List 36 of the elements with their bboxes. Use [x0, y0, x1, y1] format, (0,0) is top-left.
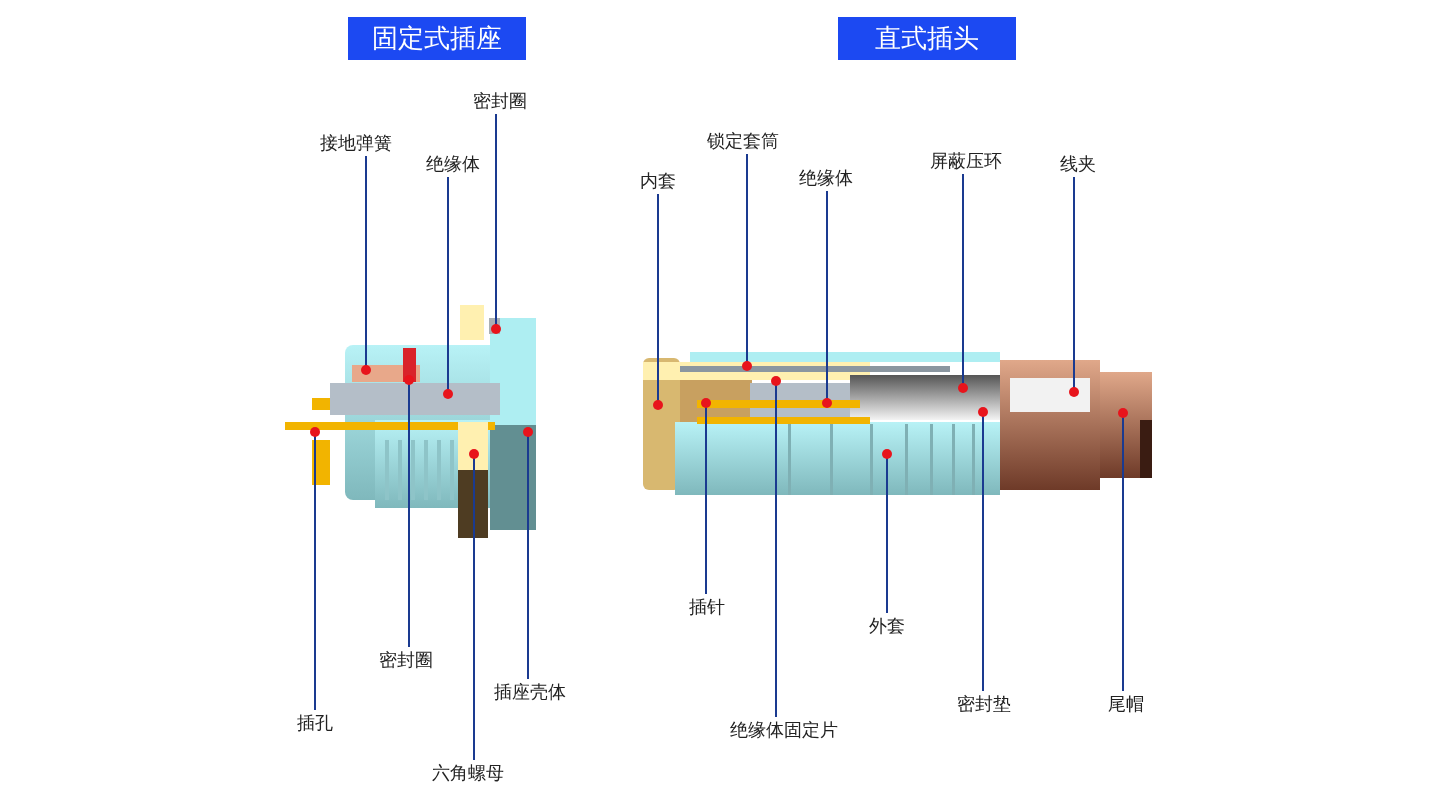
part-label: 绝缘体: [799, 167, 853, 189]
leader-line: [1118, 408, 1128, 692]
part-label: 插针: [689, 596, 725, 618]
leader-line: [771, 376, 781, 718]
leader-line: [1069, 176, 1079, 397]
part-label: 绝缘体: [426, 153, 480, 175]
leader-line: [822, 190, 832, 408]
leader-line: [653, 193, 663, 410]
leader-line: [958, 173, 968, 393]
leader-line: [523, 427, 533, 680]
part-label: 绝缘体固定片: [730, 719, 838, 741]
part-label: 接地弹簧: [320, 132, 392, 154]
leader-line: [310, 427, 320, 711]
leader-line: [404, 375, 414, 648]
part-label: 六角螺母: [432, 762, 504, 784]
part-label: 外套: [869, 615, 905, 637]
leader-line: [361, 155, 371, 375]
part-label: 插座壳体: [494, 681, 566, 703]
leader-line: [443, 176, 453, 399]
leader-line: [491, 113, 501, 334]
part-label: 密封垫: [957, 693, 1011, 715]
leader-line: [469, 449, 479, 761]
leader-line: [882, 449, 892, 614]
part-label: 线夹: [1060, 153, 1096, 175]
part-label: 屏蔽压环: [930, 150, 1002, 172]
part-label: 尾帽: [1108, 693, 1144, 715]
part-label: 密封圈: [379, 649, 433, 671]
leader-line: [978, 407, 988, 692]
title-banner: 固定式插座: [348, 17, 526, 60]
part-label: 插孔: [297, 712, 333, 734]
leader-line: [701, 398, 711, 595]
leader-line: [742, 153, 752, 371]
part-label: 锁定套筒: [707, 130, 779, 152]
title-banner: 直式插头: [838, 17, 1016, 60]
part-label: 密封圈: [473, 90, 527, 112]
part-label: 内套: [640, 170, 676, 192]
